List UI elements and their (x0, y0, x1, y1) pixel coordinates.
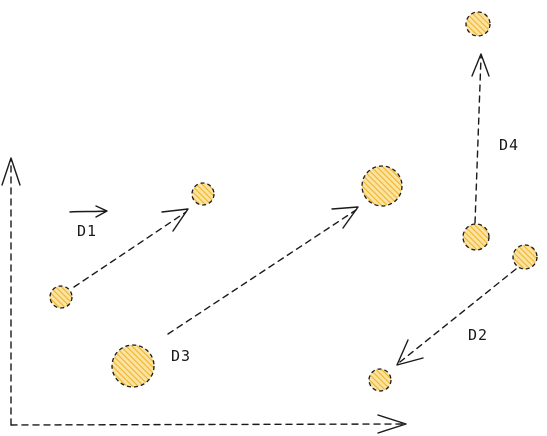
d1-arrow-line (73, 211, 187, 288)
d3-end-point (361, 165, 403, 207)
d4-end-point (465, 11, 491, 37)
d4-label: D4 (499, 136, 519, 154)
vector-d4: D4 (462, 11, 519, 251)
d2-arrow-line (399, 268, 517, 363)
d3-arrow-line (167, 209, 357, 335)
d1-arrowhead (161, 208, 189, 232)
y-axis-arrowhead (1, 157, 21, 186)
axes (1, 157, 407, 434)
d3-label: D3 (171, 347, 191, 365)
d2-label: D2 (468, 326, 488, 344)
d1-vector-symbol-icon (69, 205, 108, 218)
vector-d1: D1 (49, 182, 215, 309)
d3-arrowhead (331, 206, 359, 229)
d2-start-point (512, 244, 538, 270)
d1-end-point (191, 182, 215, 206)
vector-d3: D3 (111, 165, 403, 388)
d1-label: D1 (77, 222, 97, 240)
x-axis-arrowhead (377, 414, 407, 434)
x-axis-line (10, 423, 406, 426)
vector-d2: D2 (368, 244, 538, 392)
d4-arrow-line (474, 56, 482, 224)
d3-start-point (111, 344, 155, 388)
d2-end-point (368, 368, 392, 392)
d4-arrowhead (471, 53, 490, 77)
d4-start-point (462, 223, 490, 251)
d1-start-point (49, 285, 73, 309)
d2-arrowhead (396, 339, 424, 366)
